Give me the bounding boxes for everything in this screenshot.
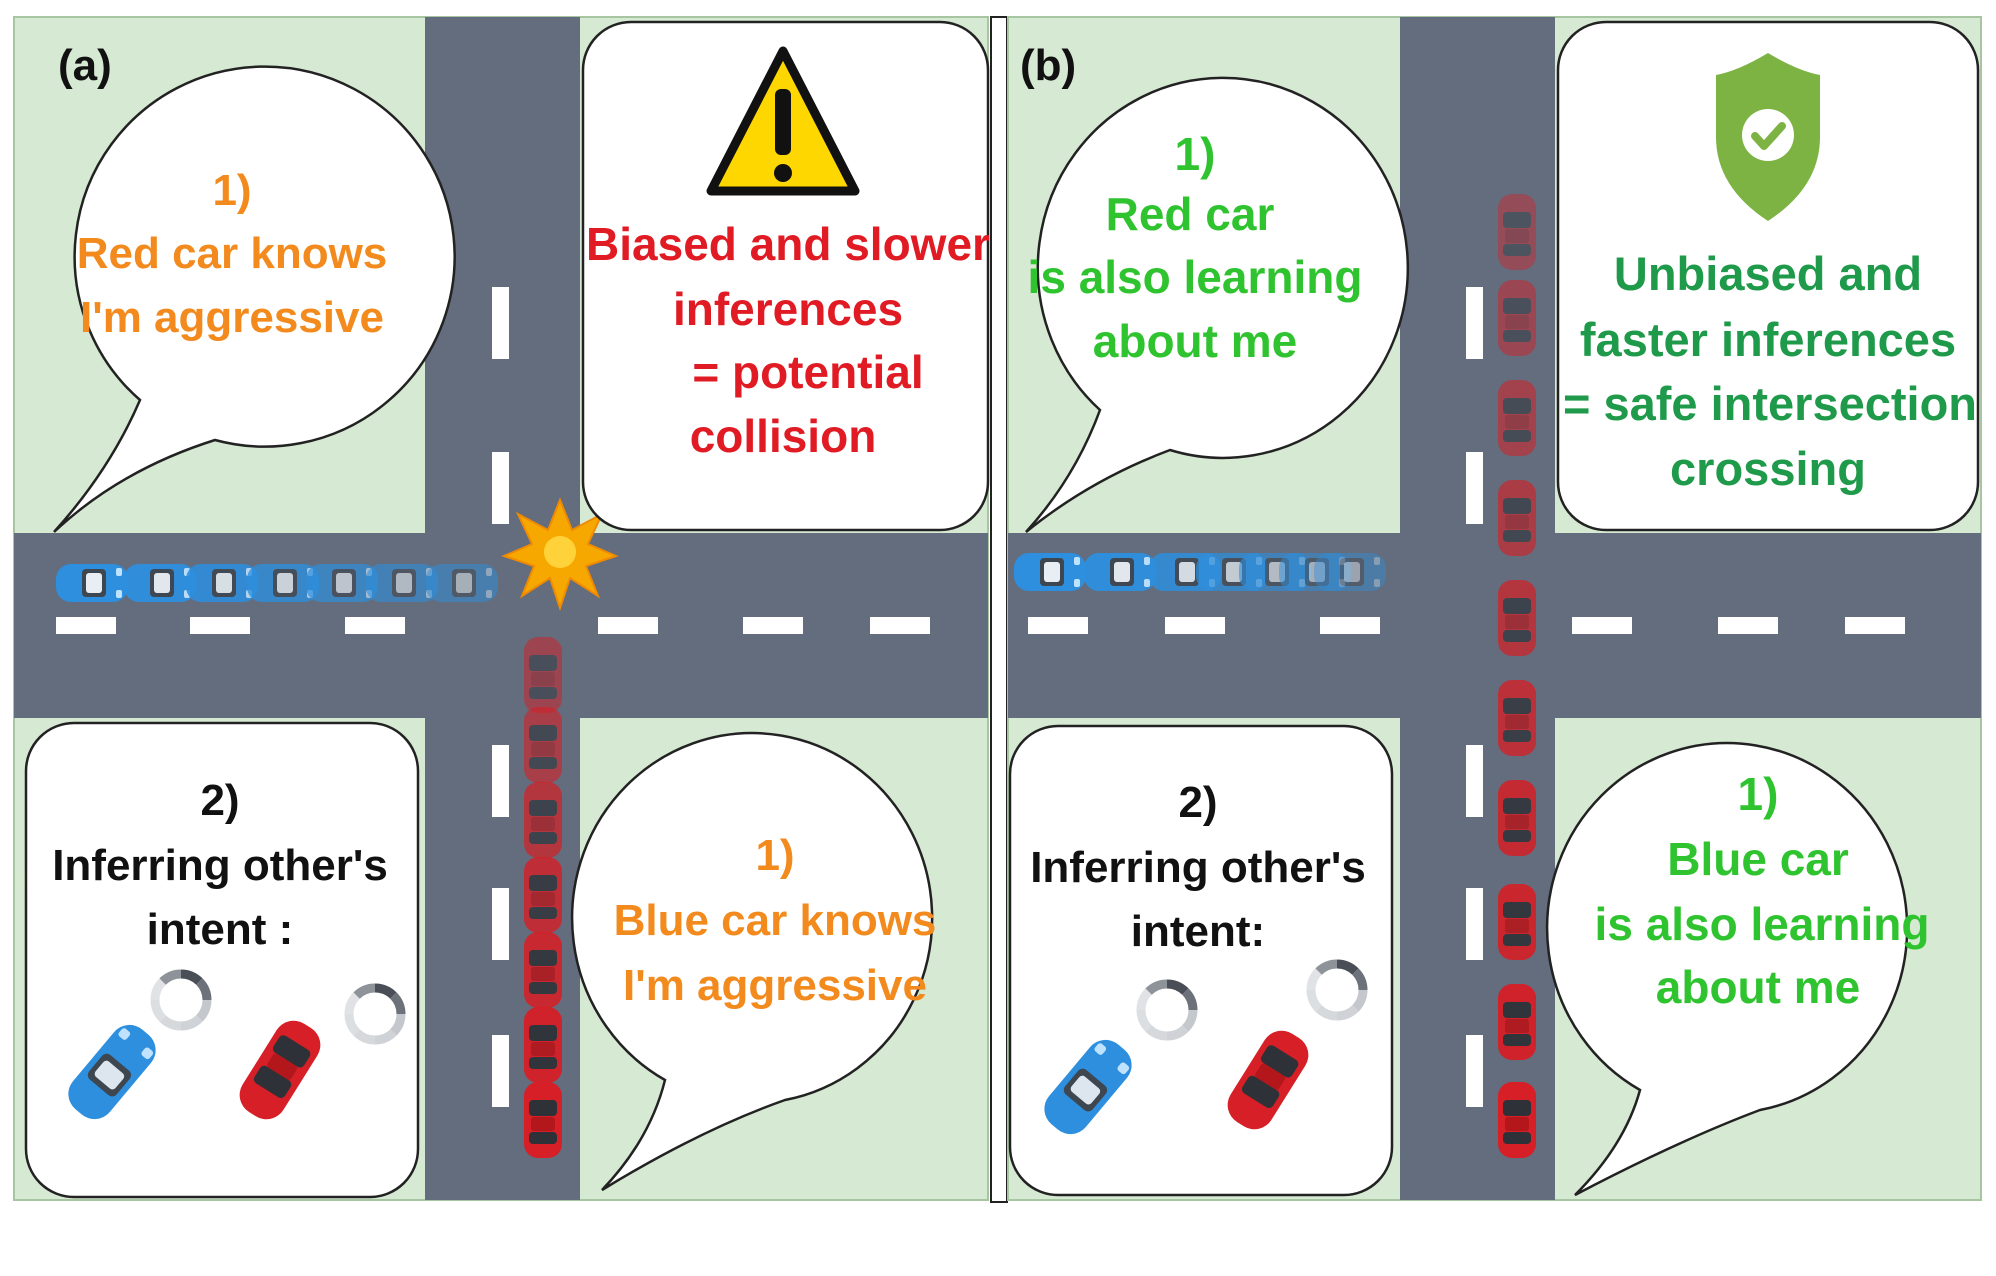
bubble-a2-line3: I'm aggressive bbox=[623, 961, 927, 1010]
infer-b-line3: intent: bbox=[1131, 907, 1265, 956]
infer-b-line1: 2) bbox=[1178, 778, 1217, 827]
bubble-b2-line4: about me bbox=[1656, 961, 1860, 1013]
panel-b-bubble-blue-car bbox=[1025, 76, 1410, 533]
bubble-a1-line3: I'm aggressive bbox=[80, 293, 384, 342]
panel-label-b: (b) bbox=[1020, 41, 1076, 90]
bubble-b2-line3: is also learning bbox=[1595, 898, 1930, 950]
warning-line4: collision bbox=[690, 410, 877, 462]
panel-a-bubble-red-car bbox=[570, 731, 934, 1192]
bubble-a1-line2: Red car knows bbox=[77, 229, 388, 278]
panel-a-warning-box bbox=[581, 20, 990, 532]
panel-b: (b) 1) Red car is also learning about me… bbox=[1007, 16, 1982, 1201]
bubble-a2-line1: 1) bbox=[755, 831, 794, 880]
warning-line2: inferences bbox=[673, 283, 903, 335]
warning-icon bbox=[706, 46, 860, 196]
panel-divider bbox=[990, 16, 1008, 1203]
shield-check-icon bbox=[1716, 53, 1820, 221]
infer-a-line2: Inferring other's bbox=[52, 841, 388, 890]
infer-b-line2: Inferring other's bbox=[1030, 843, 1366, 892]
collision-burst-icon bbox=[501, 497, 619, 612]
bubble-a1-line1: 1) bbox=[212, 166, 251, 215]
bubble-a2-line2: Blue car knows bbox=[614, 896, 937, 945]
panel-b-lane-dashes-h bbox=[1028, 617, 1905, 634]
bubble-b2-line2: Blue car bbox=[1667, 833, 1849, 885]
panel-label-a: (a) bbox=[58, 41, 112, 90]
safe-line3: = safe intersection bbox=[1563, 377, 1977, 430]
bubble-b1-line4: about me bbox=[1093, 315, 1297, 367]
safe-line4: crossing bbox=[1670, 442, 1866, 495]
panel-a-red-car-trail bbox=[524, 637, 562, 1158]
bubble-b1-line3: is also learning bbox=[1028, 251, 1363, 303]
infer-a-line1: 2) bbox=[200, 776, 239, 825]
bubble-b2-line1: 1) bbox=[1738, 768, 1779, 820]
panel-b-bubble-red-car bbox=[1545, 741, 1909, 1197]
infer-a-line3: intent : bbox=[147, 905, 294, 954]
panel-b-lane-dashes-v bbox=[1466, 287, 1483, 1107]
panel-a-lane-dashes-v bbox=[492, 287, 509, 1107]
panel-a: (a) 1) Red car knows I'm aggressive Bias… bbox=[13, 16, 990, 1201]
bubble-b1-line1: 1) bbox=[1175, 128, 1216, 180]
panel-a-lane-dashes-h bbox=[56, 617, 930, 634]
safe-line2: faster inferences bbox=[1580, 313, 1956, 366]
warning-line3: = potential bbox=[692, 346, 923, 398]
panel-a-bubble-blue-car bbox=[53, 65, 456, 533]
warning-line1: Biased and slower bbox=[586, 218, 990, 270]
safe-line1: Unbiased and bbox=[1614, 247, 1922, 300]
bubble-b1-line2: Red car bbox=[1106, 188, 1275, 240]
panel-b-safe-box bbox=[1556, 20, 1980, 532]
panel-b-blue-car-trail bbox=[1014, 553, 1386, 591]
panel-a-blue-car-trail bbox=[56, 564, 498, 602]
